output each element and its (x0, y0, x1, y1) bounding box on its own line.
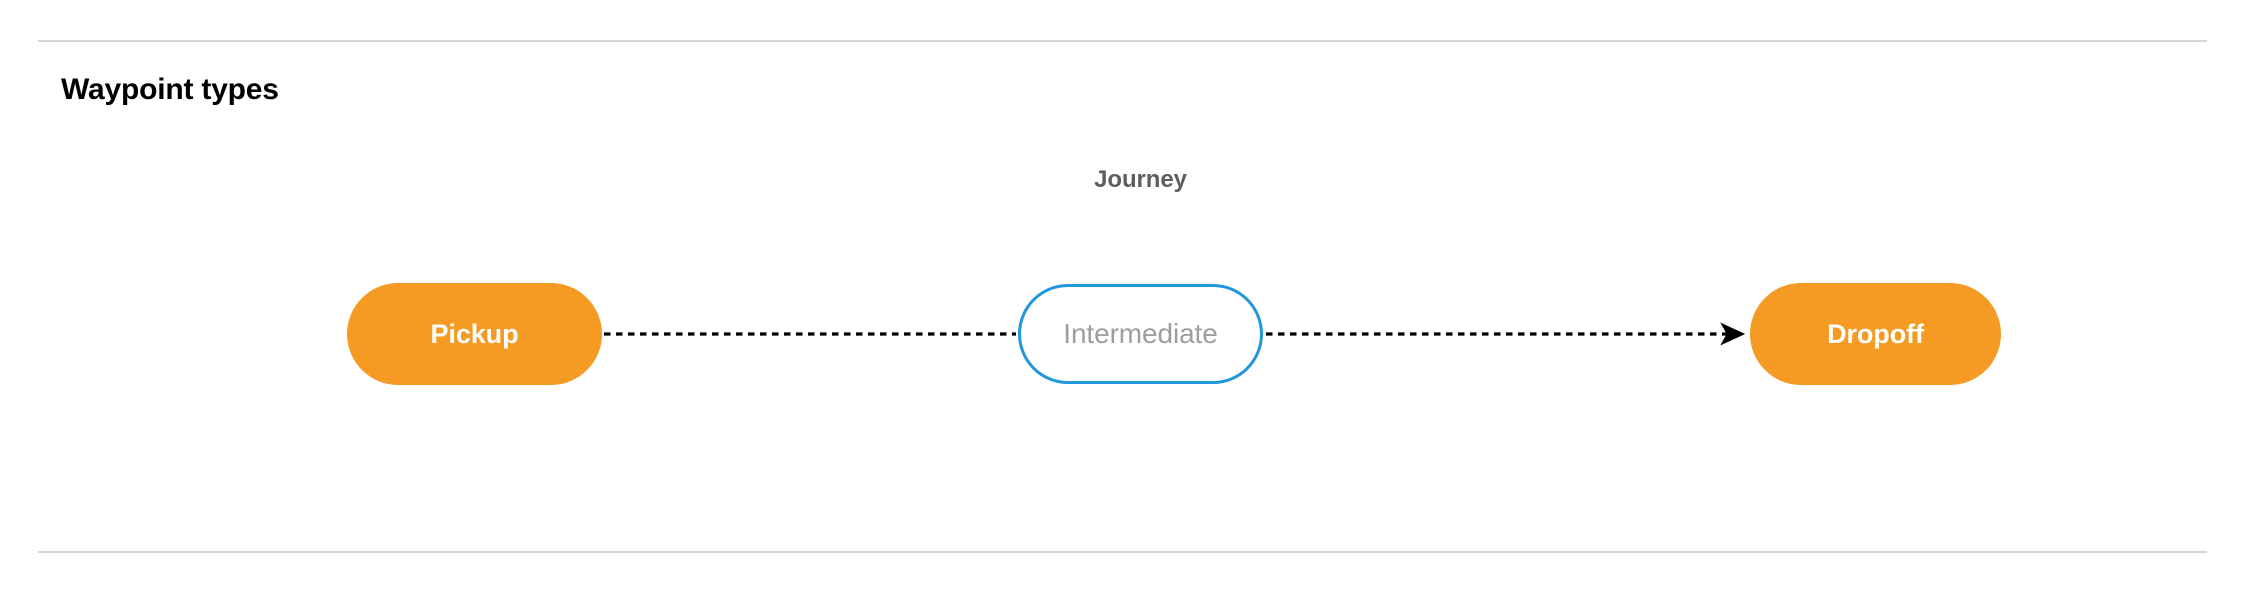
section-divider-top (38, 40, 2207, 42)
node-intermediate-label: Intermediate (1063, 318, 1218, 349)
node-intermediate[interactable]: Intermediate (1018, 284, 1263, 384)
section-divider-bottom (38, 551, 2207, 553)
node-dropoff-label: Dropoff (1827, 318, 1924, 349)
page-title: Waypoint types (61, 73, 279, 106)
node-pickup-label: Pickup (430, 318, 519, 349)
node-pickup[interactable]: Pickup (347, 283, 602, 385)
journey-group-label: Journey (1094, 166, 1187, 193)
node-dropoff[interactable]: Dropoff (1750, 283, 2001, 385)
